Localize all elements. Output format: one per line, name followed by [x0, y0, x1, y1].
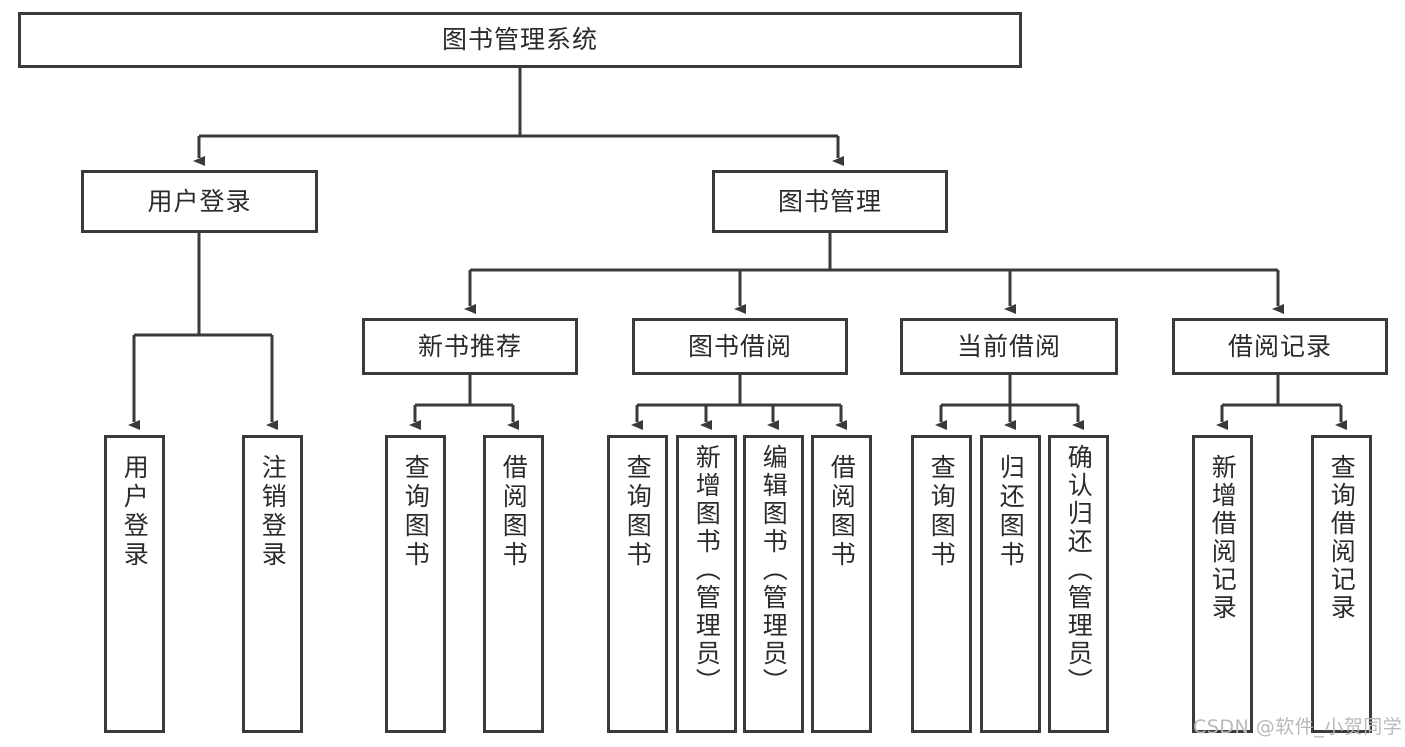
leaf-new-book-borrow[interactable]: 借阅图书: [483, 435, 544, 733]
leaf-label: 借阅图书: [827, 454, 857, 570]
node-new-book-recommend[interactable]: 新书推荐: [362, 318, 578, 375]
leaf-label: 注销登录: [258, 454, 288, 570]
leaf-label: 新增借阅记录: [1208, 454, 1238, 622]
leaf-user-login-login[interactable]: 用户登录: [104, 435, 165, 733]
leaf-book-borrow-edit[interactable]: 编辑图书（管理员）: [743, 435, 804, 733]
node-user-login[interactable]: 用户登录: [81, 170, 318, 233]
leaf-label: 查询图书: [927, 454, 957, 570]
leaf-book-borrow-add[interactable]: 新增图书（管理员）: [676, 435, 737, 733]
leaf-borrow-record-query[interactable]: 查询借阅记录: [1311, 435, 1372, 733]
leaf-label: 用户登录: [120, 454, 150, 570]
node-borrow-record[interactable]: 借阅记录: [1172, 318, 1388, 375]
node-book-borrow-label: 图书借阅: [687, 331, 792, 361]
leaf-label: 查询图书: [623, 454, 653, 570]
leaf-label: 确认归还（管理员）: [1064, 444, 1094, 696]
node-book-borrow[interactable]: 图书借阅: [632, 318, 848, 375]
leaf-user-login-logout[interactable]: 注销登录: [242, 435, 303, 733]
leaf-label: 编辑图书（管理员）: [759, 444, 789, 696]
node-user-login-label: 用户登录: [147, 186, 252, 216]
csdn-watermark: CSDN @软件_小贺同学: [1193, 716, 1403, 738]
node-borrow-record-label: 借阅记录: [1227, 331, 1332, 361]
leaf-current-borrow-return[interactable]: 归还图书: [980, 435, 1041, 733]
leaf-book-borrow-query[interactable]: 查询图书: [607, 435, 668, 733]
node-current-borrow-label: 当前借阅: [956, 331, 1061, 361]
node-root-label: 图书管理系统: [441, 25, 598, 55]
node-current-borrow[interactable]: 当前借阅: [900, 318, 1118, 375]
leaf-current-borrow-query[interactable]: 查询图书: [911, 435, 972, 733]
leaf-new-book-query[interactable]: 查询图书: [385, 435, 446, 733]
leaf-borrow-record-add[interactable]: 新增借阅记录: [1192, 435, 1253, 733]
node-book-manage[interactable]: 图书管理: [712, 170, 948, 233]
leaf-label: 查询图书: [401, 454, 431, 570]
node-new-book-recommend-label: 新书推荐: [417, 331, 522, 361]
leaf-label: 查询借阅记录: [1327, 454, 1357, 622]
node-book-manage-label: 图书管理: [777, 186, 882, 216]
leaf-book-borrow-borrow[interactable]: 借阅图书: [811, 435, 872, 733]
node-root[interactable]: 图书管理系统: [18, 12, 1022, 68]
leaf-label: 借阅图书: [499, 454, 529, 570]
leaf-label: 新增图书（管理员）: [692, 444, 722, 696]
leaf-current-borrow-confirm[interactable]: 确认归还（管理员）: [1048, 435, 1109, 733]
leaf-label: 归还图书: [996, 454, 1026, 570]
